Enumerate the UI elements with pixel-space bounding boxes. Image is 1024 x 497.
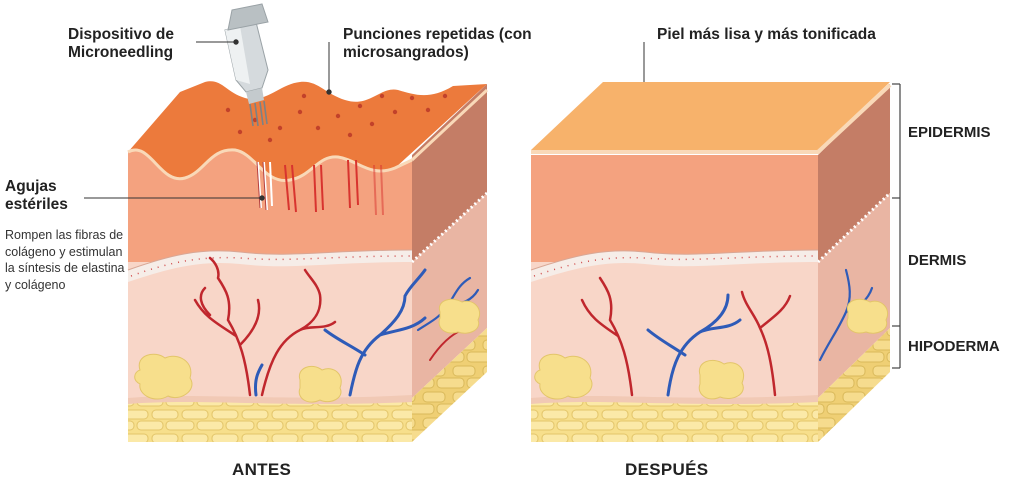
dermis-label: DERMIS [908,252,967,269]
epidermis-front-after [531,155,818,262]
hypodermis-side-before [412,328,487,442]
device-label: Dispositivo de Microneedling [68,26,174,62]
dermis-side-before [412,193,487,398]
punctures-label: Punciones repetidas (con microsangrados) [343,26,532,62]
puncture-dots [225,93,448,143]
epidermis-side-after [818,84,890,262]
epidermis-side-before [412,84,487,262]
epidermis-top-after [531,82,890,150]
layer-bracket [892,83,901,369]
needles-title: Agujas estériles [5,178,68,214]
hypodermis-side-after [818,328,890,442]
hypodermis-front-before [128,398,412,442]
smooth-skin-label: Piel más lisa y más tonificada [657,26,876,43]
before-caption: ANTES [232,460,292,479]
needle-tips [257,161,273,211]
fat-lobules-after [534,298,888,400]
epidermis-top-before [128,81,487,181]
micro-channels [284,159,384,216]
after-caption: DESPUÉS [625,460,709,479]
fat-lobules-before [134,298,480,403]
skin-block-after [530,82,892,442]
skin-block-before [127,81,489,442]
dermis-side-after [818,193,890,398]
blood-vessels-after [580,268,874,397]
needles-description: Rompen las fibras de colágeno y estimula… [5,228,125,292]
epidermis-front-before [128,149,412,262]
epidermis-label: EPIDERMIS [908,124,991,141]
hypodermis-label: HIPODERMA [908,338,1000,355]
hypodermis-front-after [531,398,818,442]
